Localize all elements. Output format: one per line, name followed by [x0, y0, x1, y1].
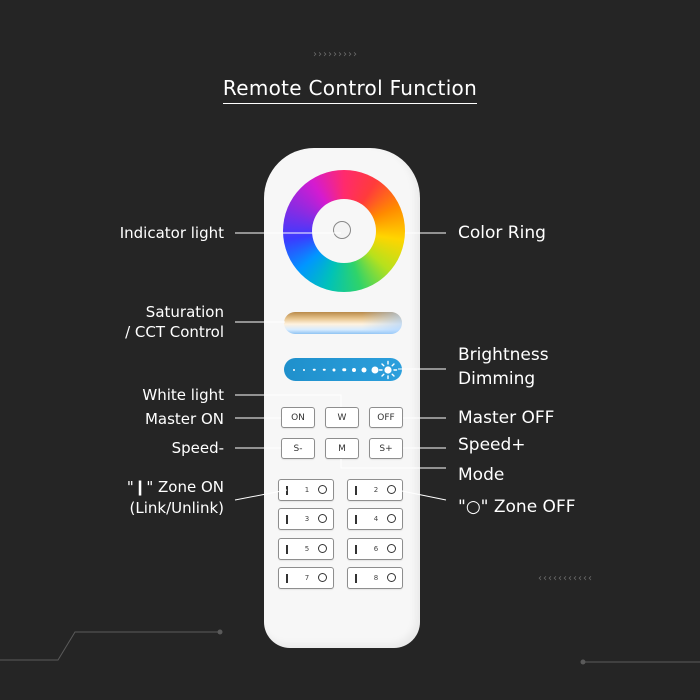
- zone-number: 2: [373, 486, 379, 494]
- zone-number: 7: [304, 574, 310, 582]
- top-arrows-decoration: ›››››››››: [313, 49, 358, 60]
- zone-on-icon: [355, 515, 357, 524]
- zone-on-icon: [286, 545, 288, 554]
- label-link-unlink: (Link/Unlink): [129, 499, 225, 517]
- label-speed-plus: Speed+: [458, 435, 526, 455]
- label-brightness: Brightness: [458, 345, 549, 365]
- zone-number: 1: [304, 486, 310, 494]
- label-dimming: Dimming: [458, 369, 536, 389]
- zone-on-icon: [286, 574, 288, 583]
- label-zone-on: "❙" Zone ON: [126, 478, 224, 496]
- zone-off-icon: [318, 485, 327, 494]
- page-title: Remote Control Function: [0, 76, 700, 104]
- label-saturation: Saturation: [145, 303, 224, 321]
- label-master-off: Master OFF: [458, 408, 555, 428]
- zone-button-4[interactable]: 4: [347, 508, 403, 530]
- zone-number: 8: [373, 574, 379, 582]
- zone-number: 5: [304, 545, 310, 553]
- zone-off-icon: [387, 514, 396, 523]
- label-speed-minus: Speed-: [171, 439, 224, 457]
- zone-on-icon: [355, 574, 357, 583]
- zone-on-icon: [355, 545, 357, 554]
- brightness-dots: [292, 363, 382, 376]
- zone-off-icon: [318, 573, 327, 582]
- sun-icon: [378, 360, 398, 380]
- zone-off-icon: [387, 544, 396, 553]
- zone-number: 3: [304, 515, 310, 523]
- label-master-on: Master ON: [144, 410, 224, 428]
- label-mode: Mode: [458, 465, 505, 485]
- white-button[interactable]: W: [325, 407, 359, 428]
- indicator-light: [333, 221, 351, 239]
- zone-on-icon: [286, 486, 288, 495]
- zone-button-6[interactable]: 6: [347, 538, 403, 560]
- zone-button-1[interactable]: 1: [278, 479, 334, 501]
- zone-on-icon: [355, 486, 357, 495]
- zone-button-3[interactable]: 3: [278, 508, 334, 530]
- zone-off-icon: [318, 544, 327, 553]
- zone-off-icon: [318, 514, 327, 523]
- zone-off-icon: [387, 573, 396, 582]
- label-indicator-light: Indicator light: [119, 224, 224, 242]
- zone-number: 6: [373, 545, 379, 553]
- label-cct-control: / CCT Control: [125, 323, 224, 341]
- mode-button[interactable]: M: [325, 438, 359, 459]
- on-button[interactable]: ON: [281, 407, 315, 428]
- right-arrows-decoration: ‹‹‹‹‹‹‹‹‹‹‹: [538, 573, 593, 584]
- speed-plus-button[interactable]: S+: [369, 438, 403, 459]
- saturation-cct-slider[interactable]: [284, 312, 402, 334]
- zone-button-8[interactable]: 8: [347, 567, 403, 589]
- zone-on-icon: [286, 515, 288, 524]
- speed-minus-button[interactable]: S-: [281, 438, 315, 459]
- label-color-ring: Color Ring: [458, 223, 546, 243]
- label-zone-off: "○" Zone OFF: [458, 497, 576, 517]
- zone-off-icon: [387, 485, 396, 494]
- off-button[interactable]: OFF: [369, 407, 403, 428]
- zone-button-7[interactable]: 7: [278, 567, 334, 589]
- zone-button-2[interactable]: 2: [347, 479, 403, 501]
- zone-button-5[interactable]: 5: [278, 538, 334, 560]
- label-white-light: White light: [142, 386, 224, 404]
- zone-number: 4: [373, 515, 379, 523]
